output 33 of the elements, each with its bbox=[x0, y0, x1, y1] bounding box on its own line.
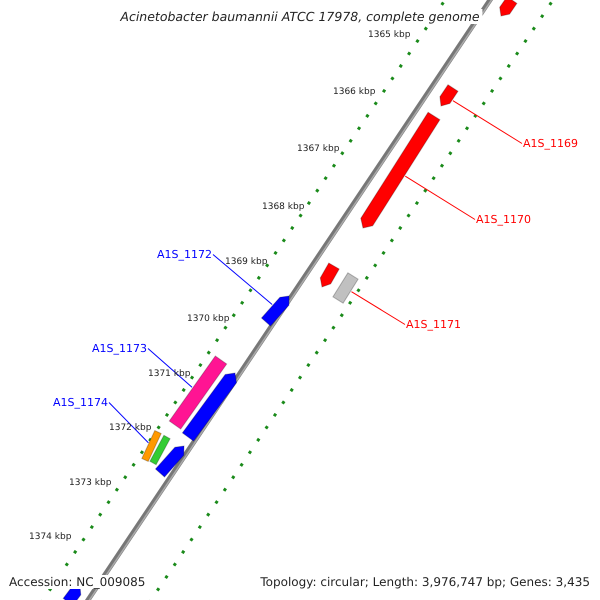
position-label: 1365 kbp bbox=[368, 30, 410, 40]
gene-feature bbox=[499, 0, 518, 17]
accession-text: Accession: NC_009085 bbox=[9, 575, 146, 589]
position-label: 1366 kbp bbox=[333, 87, 376, 97]
position-label: 1369 kbp bbox=[225, 257, 268, 267]
position-label: 1368 kbp bbox=[262, 202, 304, 212]
title: Acinetobacter baumannii ATCC 17978, complete genome bbox=[117, 9, 483, 24]
gene-segment bbox=[149, 434, 171, 466]
gene-feature bbox=[260, 295, 290, 327]
leader-line bbox=[108, 402, 149, 444]
gene-feature bbox=[360, 112, 441, 229]
position-label: 1372 kbp bbox=[109, 423, 152, 433]
genome-summary-text: Topology: circular; Length: 3,976,747 bp; Genes: 3,435 bbox=[260, 575, 590, 589]
leader-line bbox=[350, 291, 406, 325]
position-label: 1367 kbp bbox=[297, 144, 340, 154]
gene-feature bbox=[320, 262, 340, 288]
gene-feature bbox=[154, 445, 185, 478]
leader-line bbox=[452, 100, 522, 144]
position-label: 1374 kbp bbox=[29, 532, 72, 542]
gene-label: A1S_1174 bbox=[53, 396, 108, 409]
gene-label: A1S_1172 bbox=[157, 248, 212, 261]
gene-label: A1S_1173 bbox=[92, 342, 147, 355]
gene-label: A1S_1169 bbox=[523, 137, 578, 150]
leader-line bbox=[404, 176, 476, 220]
position-label: 1370 kbp bbox=[187, 314, 230, 324]
gene-segment bbox=[168, 355, 228, 430]
leader-line bbox=[148, 348, 192, 388]
leader-line bbox=[212, 254, 273, 305]
gene-segment bbox=[332, 272, 359, 304]
gene-feature bbox=[439, 84, 459, 107]
gene-label: A1S_1171 bbox=[406, 318, 461, 331]
gene-label: A1S_1170 bbox=[476, 213, 531, 226]
position-label: 1373 kbp bbox=[69, 478, 112, 488]
